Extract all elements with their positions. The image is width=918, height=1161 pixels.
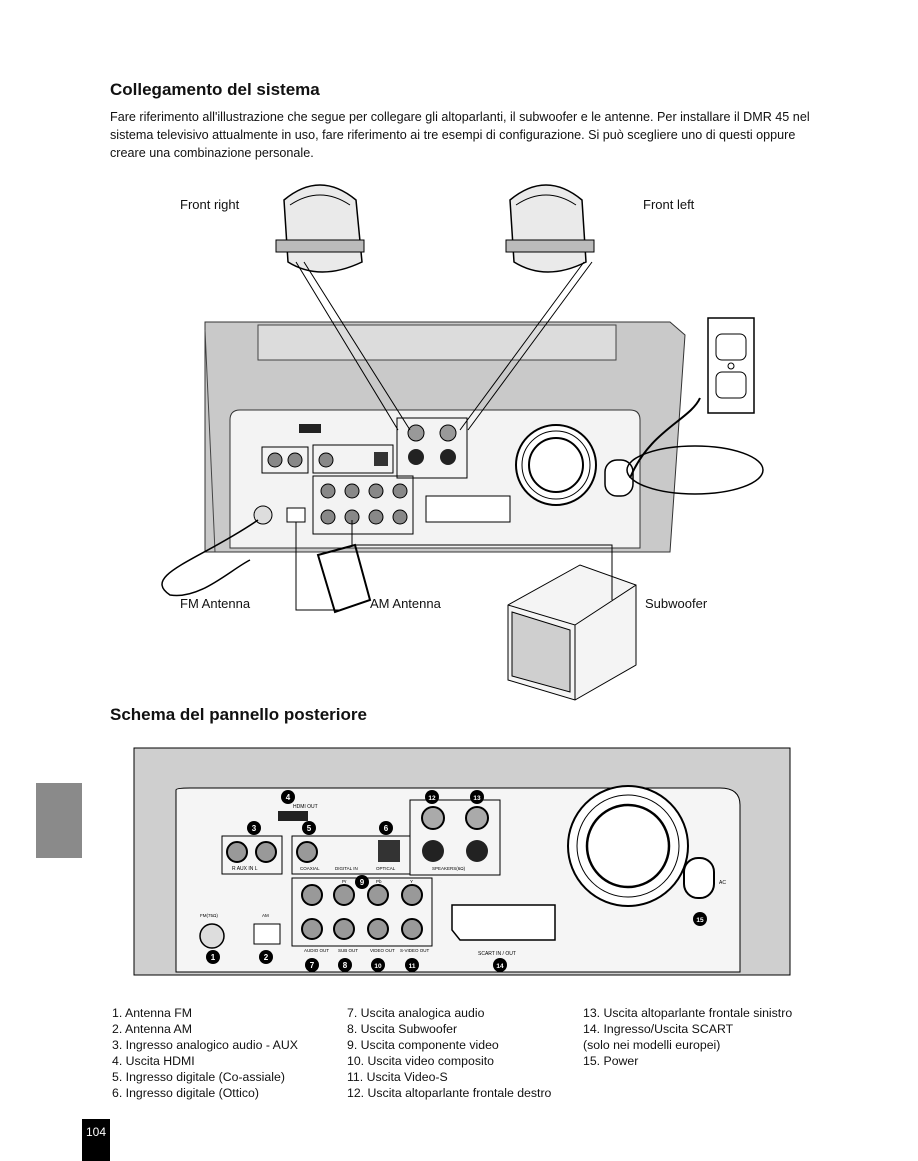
wall-outlet	[707, 317, 755, 414]
legend-item: 9. Uscita componente video	[347, 1038, 499, 1052]
legend-item: 13. Uscita altoparlante frontale sinistr…	[583, 1006, 793, 1020]
legend-column-3: 13. Uscita altoparlante frontale sinistr…	[583, 1005, 792, 1069]
callout-7: 7	[310, 961, 315, 970]
panel-label-speakers: SPEAKERS(6Ω)	[432, 866, 466, 871]
front-left-speaker	[505, 184, 595, 273]
callout-3: 3	[252, 824, 257, 833]
panel-label-hdmi: HDMI OUT	[293, 804, 318, 810]
legend-item: 4. Uscita HDMI	[112, 1054, 195, 1068]
legend-item: 7. Uscita analogica audio	[347, 1006, 485, 1020]
callout-10: 10	[374, 963, 382, 970]
legend-item: 10. Uscita video composito	[347, 1054, 494, 1068]
page-number: 104	[82, 1119, 110, 1161]
front-right-speaker	[275, 184, 365, 273]
callout-6: 6	[384, 824, 389, 833]
callout-8: 8	[343, 961, 348, 970]
side-tab	[36, 783, 82, 858]
subwoofer-box	[507, 564, 637, 701]
label-front-left: Front left	[643, 197, 695, 212]
callout-12: 12	[428, 795, 436, 802]
panel-label-fm: FM(75Ω)	[200, 913, 218, 918]
intro-paragraph: Fare riferimento all'illustrazione che s…	[110, 110, 810, 160]
callout-13: 13	[473, 795, 481, 802]
legend-item: 2. Antenna AM	[112, 1022, 192, 1036]
callout-4: 4	[286, 793, 291, 802]
label-am-antenna: AM Antenna	[370, 596, 441, 611]
panel-label-am: AM	[262, 913, 269, 918]
legend-item: (solo nei modelli europei)	[583, 1038, 721, 1052]
panel-label-aux: R AUX IN L	[232, 866, 258, 872]
callout-15: 15	[696, 917, 704, 924]
legend-column-1: 1. Antenna FM 2. Antenna AM 3. Ingresso …	[112, 1005, 298, 1101]
callout-11: 11	[409, 963, 416, 970]
callout-2: 2	[264, 953, 269, 962]
panel-label-y: Y	[410, 879, 413, 884]
panel-label-video-out: VIDEO OUT	[370, 948, 395, 953]
section-title-connection: Collegamento del sistema	[110, 80, 320, 99]
legend-item: 3. Ingresso analogico audio - AUX	[112, 1038, 298, 1052]
label-fm-antenna: FM Antenna	[180, 596, 251, 611]
connection-diagram	[161, 184, 764, 701]
panel-label-pb: Pb	[376, 879, 382, 884]
legend-item: 12. Uscita altoparlante frontale destro	[347, 1086, 552, 1100]
panel-label-scart: SCART IN / OUT	[478, 951, 516, 957]
panel-label-coaxial: COAXIAL	[300, 866, 320, 871]
label-front-right: Front right	[180, 197, 240, 212]
panel-label-optical: OPTICAL	[376, 866, 396, 871]
legend-item: 15. Power	[583, 1054, 639, 1068]
callout-1: 1	[211, 953, 216, 962]
legend-item: 1. Antenna FM	[112, 1006, 192, 1020]
panel-label-ac: AC	[719, 880, 726, 886]
callout-14: 14	[496, 963, 504, 970]
legend-item: 8. Uscita Subwoofer	[347, 1022, 458, 1036]
section-title-panel: Schema del pannello posteriore	[110, 705, 367, 724]
legend-item: 14. Ingresso/Uscita SCART	[583, 1022, 734, 1036]
panel-label-sub-out: SUB OUT	[338, 948, 358, 953]
label-subwoofer: Subwoofer	[645, 596, 708, 611]
legend-column-2: 7. Uscita analogica audio 8. Uscita Subw…	[347, 1005, 551, 1101]
main-unit	[204, 321, 686, 553]
panel-label-svideo-out: S-VIDEO OUT	[400, 948, 430, 953]
legend-item: 6. Ingresso digitale (Ottico)	[112, 1086, 259, 1100]
rear-panel-diagram: HDMI OUT R AUX IN L COAXIAL DIGITAL IN O…	[133, 747, 791, 976]
callout-9: 9	[360, 878, 365, 887]
panel-label-pr: Pr	[342, 879, 347, 884]
callout-5: 5	[307, 824, 312, 833]
legend-item: 5. Ingresso digitale (Co-assiale)	[112, 1070, 285, 1084]
panel-label-digital-in: DIGITAL IN	[335, 866, 358, 871]
panel-label-audio-out: AUDIO OUT	[304, 948, 329, 953]
legend-item: 11. Uscita Video-S	[347, 1070, 448, 1084]
